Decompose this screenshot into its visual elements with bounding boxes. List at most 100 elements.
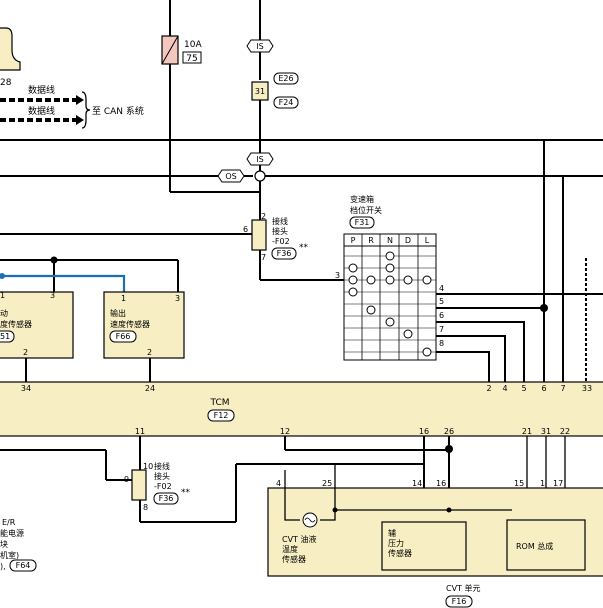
cvt-unit-label: CVT 单元 [446, 583, 481, 593]
svg-text:31: 31 [255, 87, 265, 96]
svg-text:5: 5 [521, 384, 526, 393]
blue-signal-wire [0, 274, 126, 292]
svg-text:N: N [387, 236, 393, 245]
svg-text:传感器: 传感器 [388, 548, 412, 558]
svg-text:ROM 总成: ROM 总成 [516, 541, 553, 551]
svg-text:8: 8 [439, 339, 444, 348]
connector-f31 [349, 216, 375, 229]
svg-text:OS: OS [225, 172, 236, 181]
input-speed-sensor [0, 291, 74, 359]
svg-text:14: 14 [412, 479, 422, 488]
svg-text:10: 10 [143, 462, 153, 471]
svg-text:3: 3 [50, 291, 55, 300]
connector-is-mid [246, 152, 274, 166]
svg-text:速度传感器: 速度传感器 [110, 319, 150, 329]
svg-text:机室): 机室) [0, 550, 19, 560]
connector-e26 [273, 72, 299, 85]
svg-text:3: 3 [335, 271, 340, 280]
connector-f36-top [271, 247, 297, 260]
connector-f64 [9, 559, 37, 572]
connector-f66 [109, 330, 137, 343]
svg-text:压力: 压力 [388, 538, 404, 548]
svg-text:接线: 接线 [272, 216, 288, 226]
svg-text:辅: 辅 [388, 528, 396, 538]
connector-f16 [445, 595, 473, 608]
svg-text:CVT 油液: CVT 油液 [282, 534, 317, 544]
connector-is-top [246, 39, 274, 53]
svg-text:7: 7 [560, 384, 565, 393]
svg-text:25: 25 [322, 479, 332, 488]
svg-text:9: 9 [124, 475, 129, 484]
svg-text:21: 21 [522, 427, 532, 436]
svg-text:输出: 输出 [110, 308, 126, 318]
svg-text:传感器: 传感器 [282, 554, 306, 564]
svg-text:P: P [351, 236, 356, 245]
svg-text:2: 2 [147, 348, 152, 357]
svg-text:34: 34 [21, 384, 31, 393]
tcm-label: TCM [209, 398, 229, 408]
fuse-number: 75 [186, 54, 197, 64]
svg-text:4: 4 [439, 284, 444, 293]
data-line-1-label: 数据线 [28, 84, 55, 96]
svg-text:IS: IS [256, 155, 263, 164]
svg-text:IS: IS [256, 42, 263, 51]
svg-text:24: 24 [145, 384, 155, 393]
svg-text:26: 26 [444, 427, 454, 436]
range-switch-grid [343, 233, 437, 361]
svg-text:1: 1 [540, 479, 545, 488]
svg-text:-F02: -F02 [154, 482, 172, 491]
can-system-label: 至 CAN 系统 [92, 105, 144, 117]
svg-text:F36: F36 [159, 494, 174, 503]
svg-text:51: 51 [0, 332, 10, 341]
svg-text:接线: 接线 [154, 461, 170, 471]
svg-text:E26: E26 [278, 74, 293, 83]
switch-title-2: 档位开关 [350, 205, 382, 215]
svg-text:6: 6 [243, 225, 248, 234]
tcm-module [0, 381, 603, 437]
svg-text:7: 7 [439, 325, 444, 334]
svg-text:F66: F66 [116, 332, 131, 341]
svg-text:6: 6 [439, 311, 444, 320]
can-brace [81, 91, 91, 129]
connector-f12 [207, 409, 235, 422]
svg-text:2: 2 [23, 348, 28, 357]
svg-text:**: ** [181, 488, 191, 498]
svg-text:F31: F31 [355, 218, 370, 227]
pin-28-label: 28 [0, 78, 12, 88]
svg-text:F12: F12 [214, 411, 229, 420]
svg-text:E/R: E/R [2, 518, 16, 527]
svg-text:D: D [405, 236, 411, 245]
svg-text:接头: 接头 [272, 226, 288, 236]
svg-text:能电源: 能电源 [0, 528, 24, 538]
svg-text:11: 11 [135, 427, 145, 436]
svg-text:接头: 接头 [154, 471, 170, 481]
svg-text:F64: F64 [16, 561, 31, 570]
svg-text:F36: F36 [277, 249, 292, 258]
svg-text:1: 1 [0, 291, 5, 300]
svg-text:1: 1 [121, 294, 126, 303]
switch-title-1: 变速箱 [350, 194, 374, 204]
fuse-rating: 10A [184, 40, 202, 50]
svg-text:8: 8 [143, 503, 148, 512]
joint-connector-top [251, 219, 267, 251]
svg-text:15: 15 [514, 479, 524, 488]
svg-text:4: 4 [502, 384, 507, 393]
svg-text:12: 12 [280, 427, 290, 436]
output-speed-sensor [103, 291, 185, 359]
svg-text:16: 16 [436, 479, 446, 488]
partial-component-topleft [0, 27, 21, 71]
svg-text:F16: F16 [452, 597, 467, 606]
svg-text:3: 3 [175, 294, 180, 303]
connector-f24 [273, 96, 299, 109]
svg-text:4: 4 [276, 479, 281, 488]
svg-text:16: 16 [419, 427, 429, 436]
svg-text:),: ), [0, 562, 6, 571]
connector-os [217, 169, 245, 183]
svg-text:L: L [425, 236, 430, 245]
svg-text:-F02: -F02 [272, 237, 290, 246]
svg-text:6: 6 [541, 384, 546, 393]
svg-text:**: ** [299, 243, 309, 253]
rom-assembly [506, 519, 586, 571]
splice-open-176 [254, 170, 266, 182]
